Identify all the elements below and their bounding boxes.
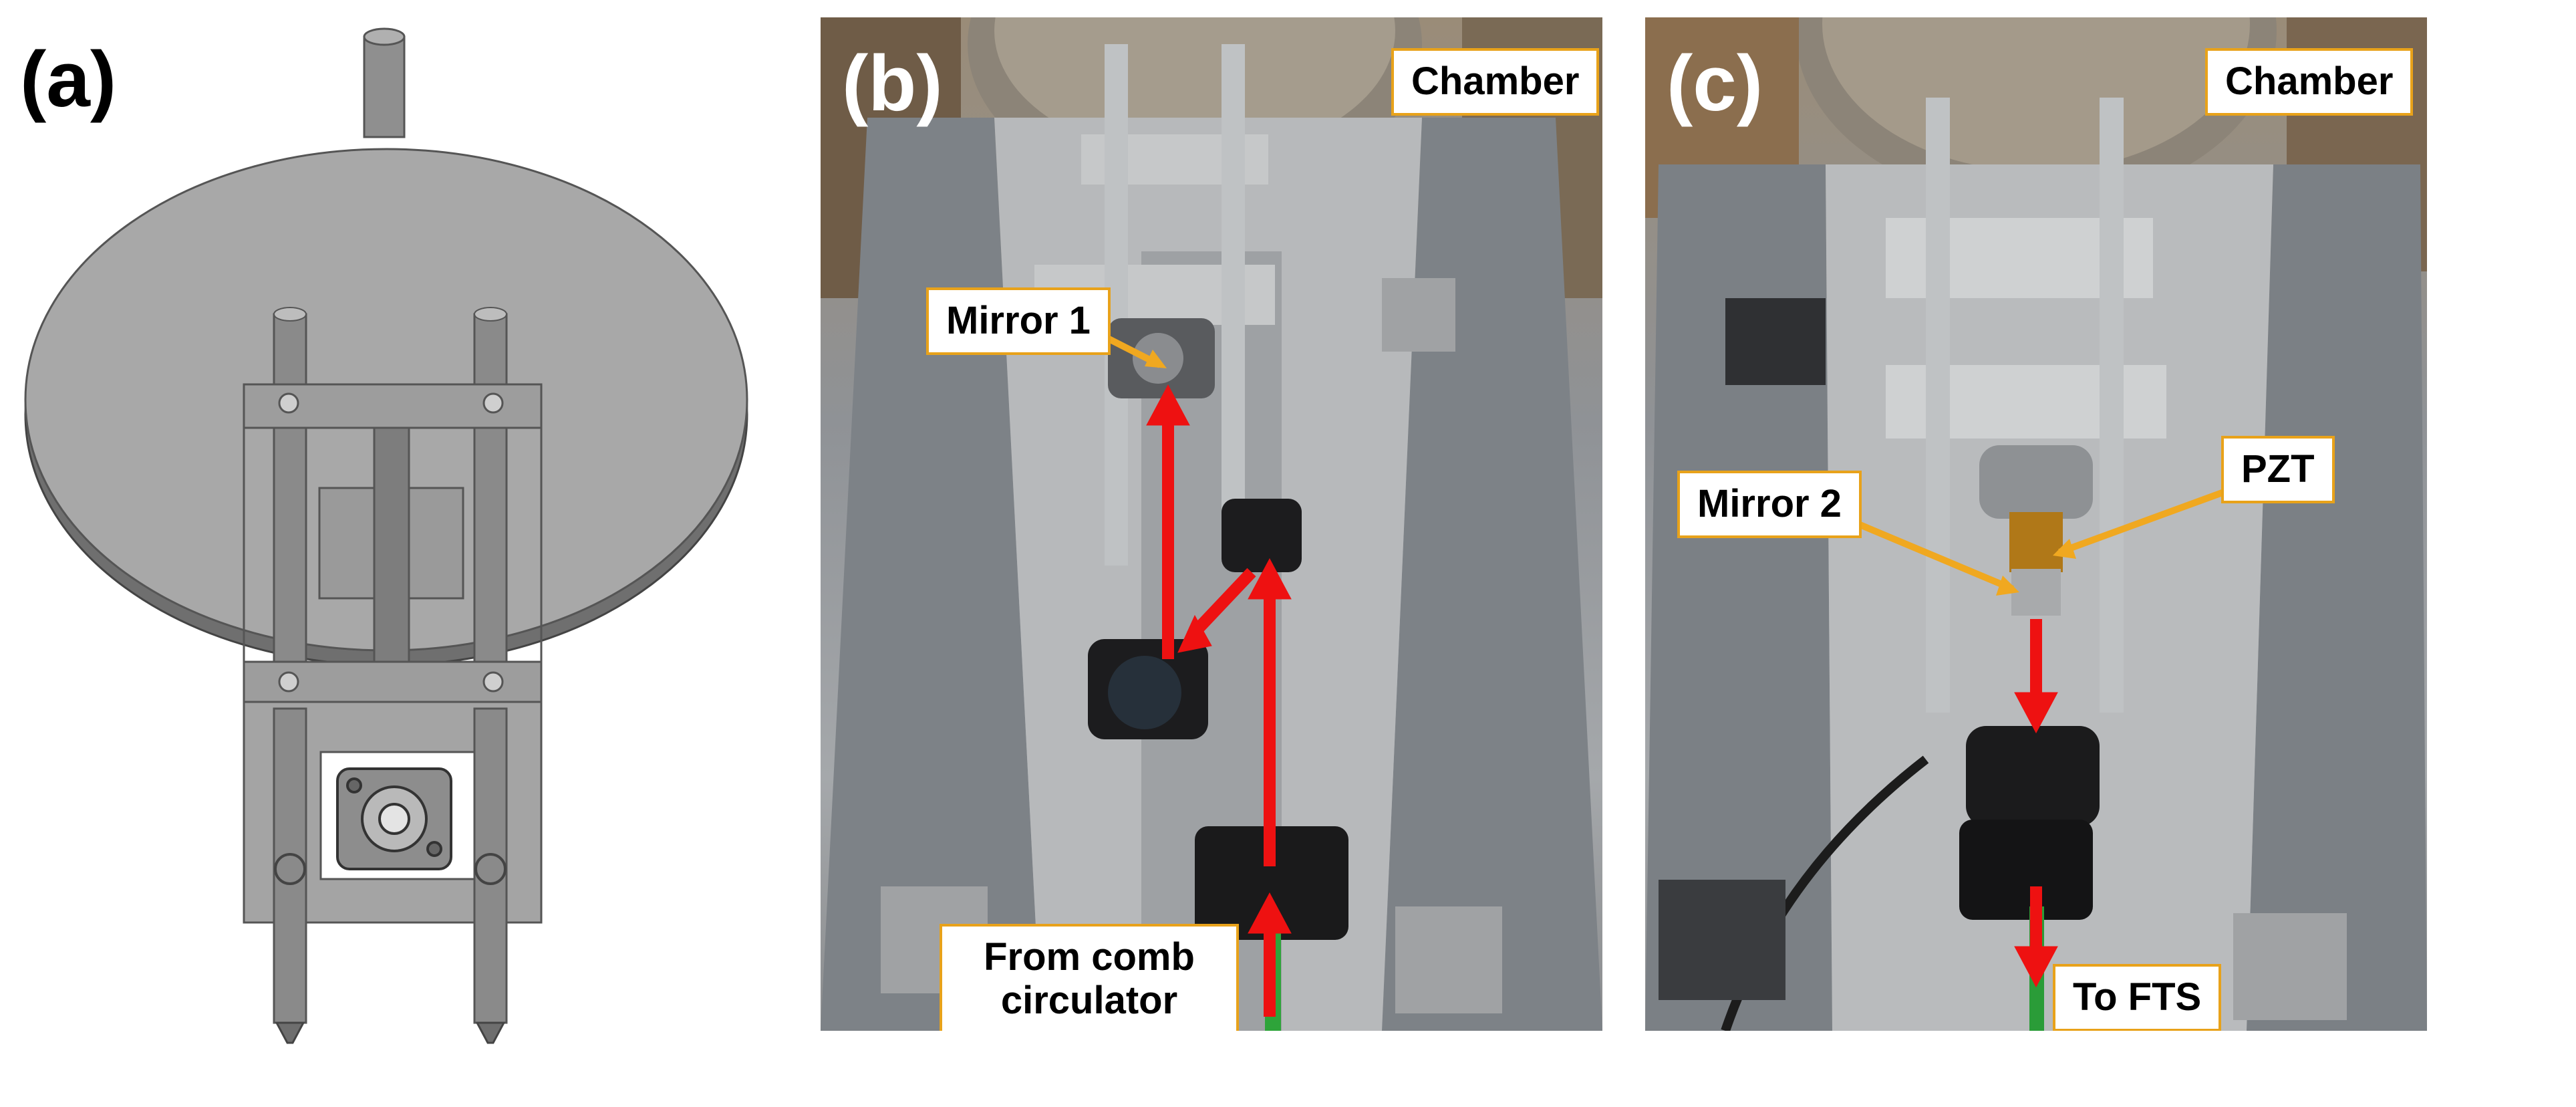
cad-model-illustration <box>24 27 748 1044</box>
from-comb-label-line2: circulator <box>1000 978 1178 1022</box>
panel-b-scene <box>821 17 1602 1031</box>
mirror-1-label: Mirror 1 <box>926 287 1111 355</box>
panel-a-letter: (a) <box>20 35 117 124</box>
mirror-2-label: Mirror 2 <box>1677 471 1862 538</box>
pzt-label: PZT <box>2221 436 2335 503</box>
from-comb-label-line1: From comb <box>984 935 1195 979</box>
chamber-label-b: Chamber <box>1391 48 1600 116</box>
panel-c-photo: (c) Chamber PZT Mirror 2 To FTS <box>1645 17 2427 1031</box>
panel-c-scene <box>1645 17 2427 1031</box>
panel-b-photo: (b) Chamber Mirror 1 From comb circulato… <box>821 17 1602 1031</box>
chamber-label-c: Chamber <box>2205 48 2414 116</box>
from-comb-circulator-label: From comb circulator <box>940 924 1239 1031</box>
panel-c-letter: (c) <box>1667 39 1763 128</box>
to-fts-label: To FTS <box>2053 964 2222 1031</box>
panel-b-letter: (b) <box>842 39 943 128</box>
